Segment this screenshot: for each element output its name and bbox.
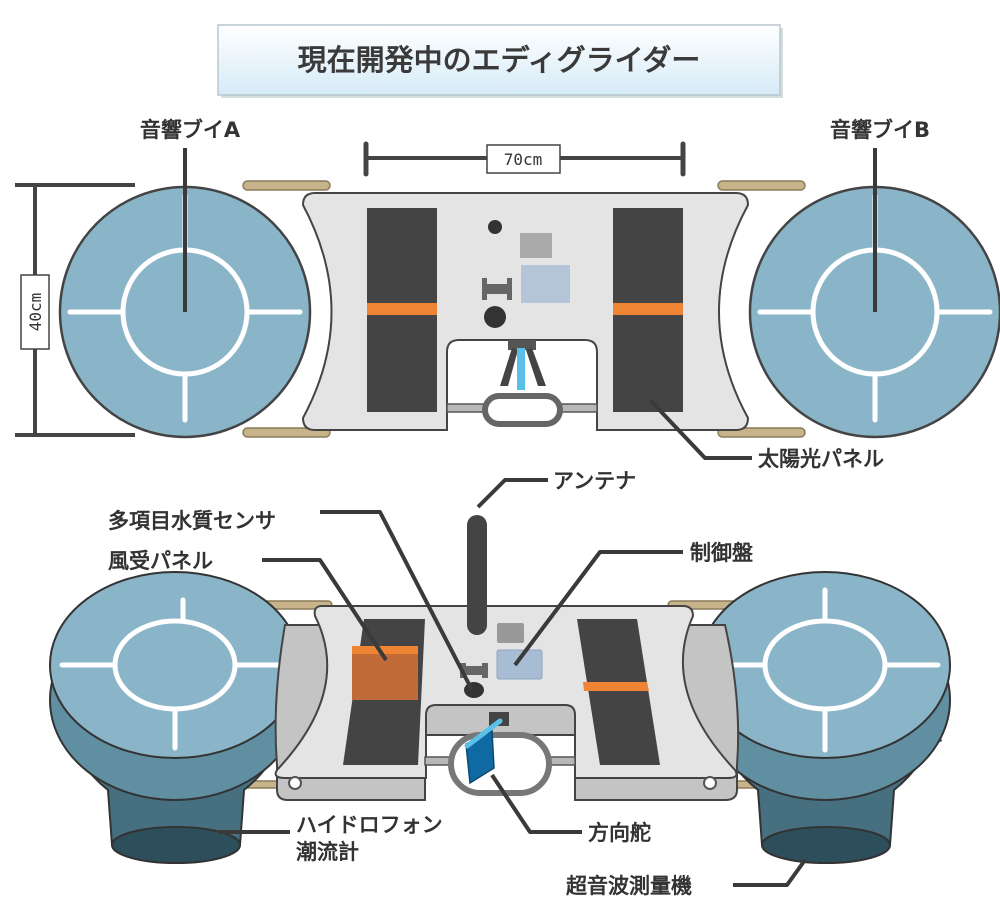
dimension-70cm: 70cm (363, 141, 686, 177)
height-label: 40cm (26, 293, 45, 332)
antenna-base (488, 220, 502, 234)
tripod (500, 340, 546, 390)
leader-solar-panel (648, 398, 752, 460)
label-water-quality-sensor: 多項目水質センサ (108, 509, 276, 533)
perspective-view: アンテナ 多項目水質センサ 風受パネル 制御盤 ハイドロフォン 潮流計 方向舵 … (49, 469, 951, 898)
control-panel-box (521, 265, 570, 303)
leader-wind-panel (262, 558, 388, 662)
label-buoy-b: 音響ブイB (830, 118, 930, 142)
title-box: 現在開発中のエディグライダー (217, 24, 783, 98)
sensor-connector (482, 278, 512, 300)
component-box-3d (497, 623, 524, 643)
label-buoy-a: 音響ブイA (140, 118, 241, 142)
label-sonar: 超音波測量機 (566, 874, 692, 898)
label-hydrophone: ハイドロフォン (296, 813, 443, 837)
label-antenna: アンテナ (553, 469, 636, 493)
solar-panel-left (367, 208, 437, 412)
leader-water-quality-sensor (320, 510, 474, 691)
label-control-panel: 制御盤 (690, 541, 754, 565)
buoy-a-3d (49, 571, 301, 864)
control-panel-box-3d (496, 649, 543, 680)
leader-antenna (476, 478, 548, 509)
tow-rods (242, 180, 806, 438)
antenna (467, 515, 487, 635)
solar-panel-right (613, 208, 683, 412)
buoy-b-3d (699, 571, 951, 864)
leader-control-panel (513, 550, 683, 667)
page-title: 現在開発中のエディグライダー (298, 43, 701, 77)
dimension-40cm: 40cm (15, 183, 135, 437)
top-view: 70cm 40cm 音響ブイA 音響ブイB 太陽光パネル (15, 118, 1000, 471)
label-solar-panel: 太陽光パネル (758, 447, 884, 471)
label-current-meter: 潮流計 (296, 840, 359, 864)
leader-rudder (490, 773, 582, 834)
width-label: 70cm (504, 150, 543, 169)
rudder (464, 718, 503, 785)
component-box (520, 233, 552, 258)
leader-sonar (733, 858, 807, 887)
sensor-port (484, 306, 506, 328)
label-wind-panel: 風受パネル (108, 549, 213, 573)
rudder-frame (446, 393, 598, 427)
solar-panel-right-3d (577, 619, 660, 765)
label-rudder: 方向舵 (588, 821, 651, 845)
